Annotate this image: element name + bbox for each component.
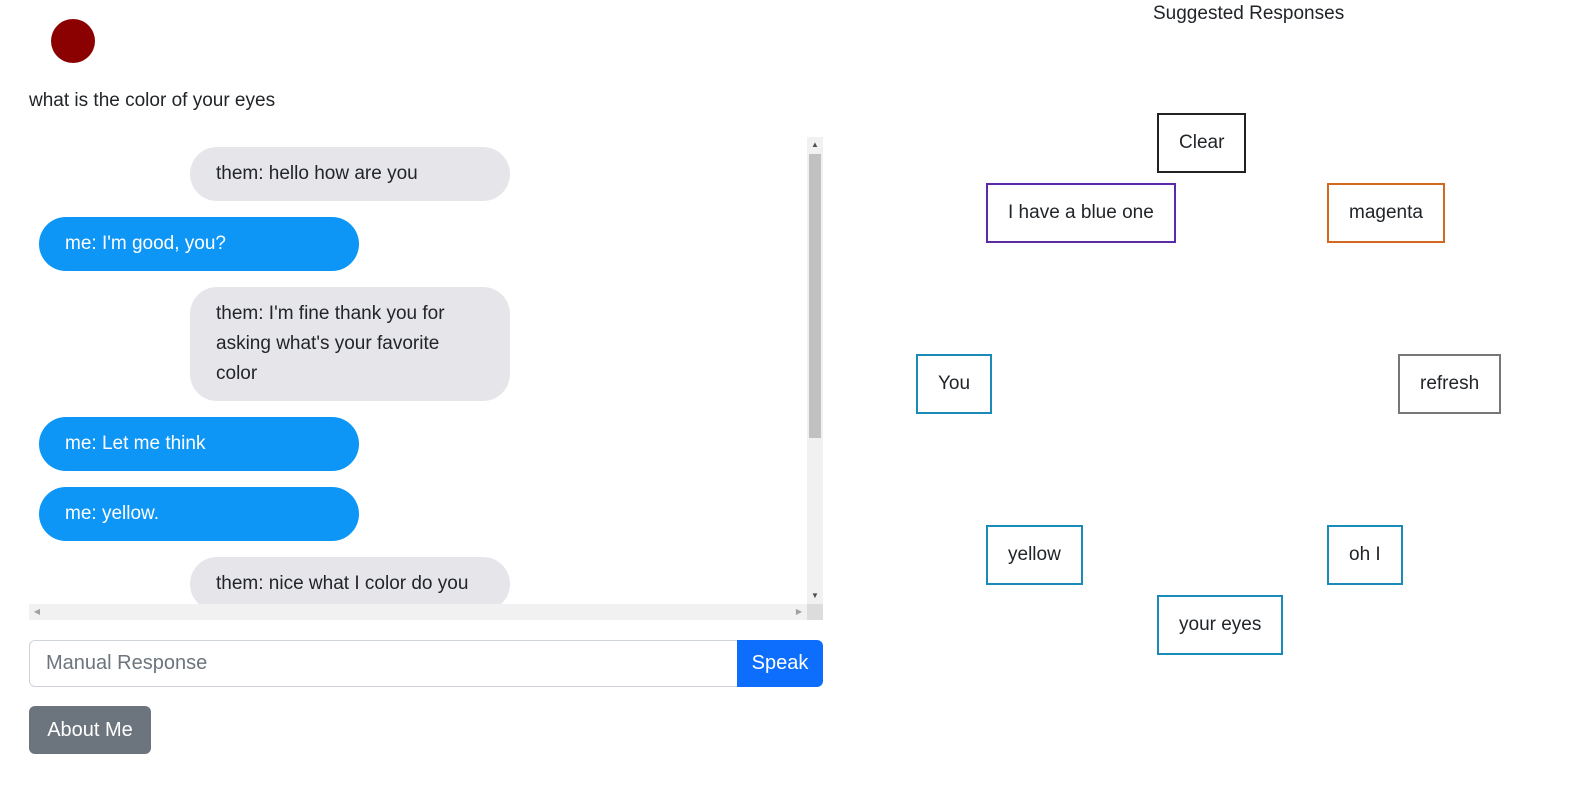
manual-response-input[interactable] [29,640,737,687]
scroll-up-icon[interactable]: ▲ [811,140,819,149]
message-me: me: yellow. [39,487,359,541]
scroll-thumb[interactable] [809,154,821,438]
chat-log[interactable]: them: hello how are you me: I'm good, yo… [29,137,823,620]
message-them: them: nice what I color do you [190,557,510,604]
prompt-text: what is the color of your eyes [29,90,276,111]
suggestion-button[interactable]: You [916,354,993,414]
chat-messages: them: hello how are you me: I'm good, yo… [29,137,807,604]
suggested-responses-title: Suggested Responses [1153,3,1345,24]
scroll-corner [807,604,823,620]
message-me: me: I'm good, you? [39,217,359,271]
suggestion-button[interactable]: magenta [1327,183,1445,243]
scroll-right-icon[interactable]: ▶ [795,607,803,616]
suggestion-refresh-button[interactable]: refresh [1398,354,1502,414]
suggestion-button[interactable]: oh I [1327,525,1403,585]
about-me-button[interactable]: About Me [29,706,151,754]
vertical-scrollbar[interactable]: ▲ ▼ [807,137,823,604]
suggestion-button[interactable]: yellow [986,525,1083,585]
message-them: them: I'm fine thank you for asking what… [190,287,510,401]
suggestion-button[interactable]: I have a blue one [986,183,1176,243]
speak-button[interactable]: Speak [737,640,823,687]
horizontal-scrollbar[interactable]: ◀ ▶ [29,604,807,620]
status-indicator [51,19,95,63]
suggestion-button[interactable]: your eyes [1157,595,1284,655]
manual-response-group: Speak [29,640,823,687]
scroll-left-icon[interactable]: ◀ [33,607,41,616]
suggestion-clear-button[interactable]: Clear [1157,113,1247,173]
message-them: them: hello how are you [190,147,510,201]
scroll-down-icon[interactable]: ▼ [811,591,819,600]
message-me: me: Let me think [39,417,359,471]
